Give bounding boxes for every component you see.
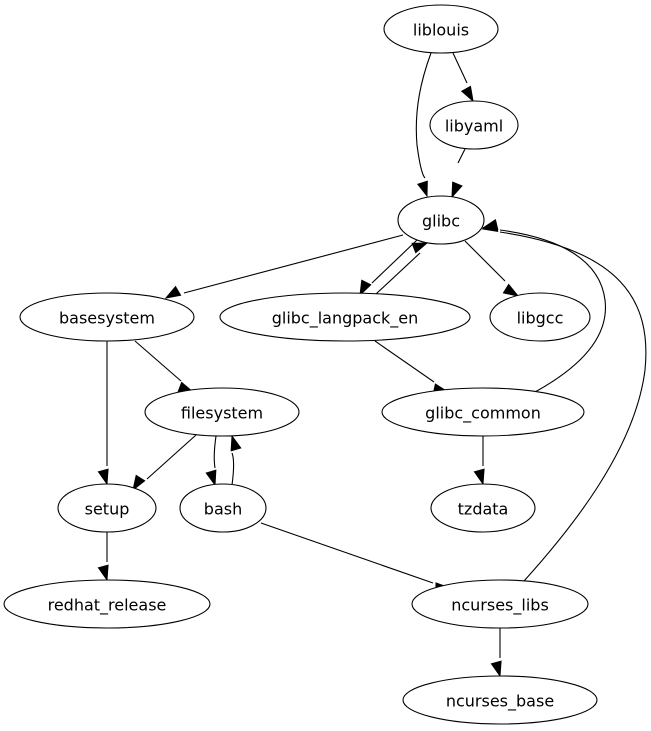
edge-liblouis-to-glibc: [415, 52, 432, 198]
node-ellipse: [19, 292, 195, 342]
arrowhead-icon: [230, 434, 242, 452]
node-libgcc[interactable]: libgcc: [489, 292, 591, 342]
node-label: libyaml: [445, 117, 503, 136]
edge-line: [213, 435, 217, 469]
edge-line: [375, 252, 421, 295]
arrowhead-icon: [132, 474, 146, 492]
node-ellipse: [489, 292, 591, 342]
node-ellipse: [219, 292, 471, 342]
edge-line: [183, 234, 404, 294]
edge-line: [464, 240, 506, 282]
edge-line: [415, 52, 432, 179]
node-label: setup: [85, 500, 130, 519]
node-ellipse: [144, 387, 300, 437]
node-label: redhat_release: [48, 596, 167, 616]
edge-glibc-to-libgcc: [464, 240, 520, 297]
arrowhead-icon: [473, 468, 485, 486]
node-ellipse: [411, 579, 589, 629]
edge-glibc-to-basesystem: [164, 234, 404, 299]
node-ellipse: [381, 387, 585, 437]
node-ellipse: [429, 100, 519, 150]
arrowhead-icon: [97, 468, 109, 486]
edge-glibc-langpack-en-to-glibc: [375, 242, 429, 295]
node-label: ncurses_libs: [451, 596, 549, 616]
node-ellipse: [57, 483, 157, 533]
edge-bash-to-filesystem: [230, 434, 242, 486]
node-libyaml[interactable]: libyaml: [429, 100, 519, 150]
edge-setup-to-redhat-release: [97, 532, 109, 582]
arrowhead-icon: [411, 242, 429, 254]
node-redhat-release[interactable]: redhat_release: [3, 579, 211, 629]
edge-filesystem-to-bash: [205, 435, 217, 487]
node-label: bash: [204, 500, 242, 519]
node-glibc-langpack-en[interactable]: glibc_langpack_en: [219, 292, 471, 342]
node-ellipse: [3, 579, 211, 629]
node-label: ncurses_base: [446, 692, 554, 712]
edge-line: [499, 229, 606, 393]
node-bash[interactable]: bash: [179, 483, 267, 533]
node-label: basesystem: [59, 309, 155, 328]
edge-libyaml-to-glibc: [451, 148, 466, 199]
node-ellipse: [402, 675, 598, 725]
node-ellipse: [179, 483, 267, 533]
edge-glibc-langpack-en-to-glibc-common: [374, 340, 450, 395]
arrowhead-icon: [97, 564, 109, 582]
edge-liblouis-to-libyaml: [452, 52, 474, 103]
node-glibc-common[interactable]: glibc_common: [381, 387, 585, 437]
arrowhead-icon: [205, 469, 217, 487]
node-ellipse: [397, 195, 485, 245]
node-ellipse: [383, 4, 499, 54]
node-label: glibc_langpack_en: [272, 309, 419, 329]
edges-layer: [97, 52, 647, 678]
node-ncurses-base[interactable]: ncurses_base: [402, 675, 598, 725]
node-ellipse: [430, 483, 536, 533]
node-label: liblouis: [413, 21, 469, 40]
node-liblouis[interactable]: liblouis: [383, 4, 499, 54]
arrowhead-icon: [481, 220, 499, 232]
arrowhead-icon: [451, 181, 463, 199]
node-label: filesystem: [181, 404, 263, 423]
edge-line: [146, 434, 197, 480]
node-ncurses-libs[interactable]: ncurses_libs: [411, 579, 589, 629]
nodes-layer: liblouis libyaml glibc basesystem glibc_lang…: [3, 4, 598, 725]
node-tzdata[interactable]: tzdata: [430, 483, 536, 533]
edge-basesystem-to-filesystem: [134, 340, 195, 393]
node-label: glibc: [422, 212, 460, 231]
arrowhead-icon: [416, 180, 428, 198]
edge-line: [457, 148, 466, 164]
edge-ncurses-libs-to-glibc: [481, 220, 647, 582]
edge-line: [260, 522, 434, 584]
edge-line: [371, 239, 418, 284]
edge-basesystem-to-setup: [97, 341, 109, 486]
edge-filesystem-to-setup: [132, 434, 197, 492]
edge-line: [452, 52, 468, 84]
node-setup[interactable]: setup: [57, 483, 157, 533]
arrowhead-icon: [359, 279, 372, 297]
edge-line: [231, 452, 235, 486]
arrowhead-icon: [460, 85, 474, 103]
edge-line: [374, 340, 435, 383]
node-basesystem[interactable]: basesystem: [19, 292, 195, 342]
arrowhead-icon: [490, 660, 502, 678]
arrowhead-icon: [164, 285, 182, 299]
node-label: glibc_common: [425, 404, 541, 424]
edge-glibc-to-glibc-langpack-en: [359, 239, 418, 297]
node-label: libgcc: [517, 309, 564, 328]
edge-line: [134, 340, 182, 382]
edge-line: [499, 231, 647, 582]
edge-bash-to-ncurses-libs: [260, 522, 452, 594]
edge-ncurses-libs-to-ncurses-base: [490, 628, 502, 678]
node-filesystem[interactable]: filesystem: [144, 387, 300, 437]
arrowhead-icon: [502, 283, 520, 297]
node-glibc[interactable]: glibc: [397, 195, 485, 245]
edge-glibc-common-to-tzdata: [473, 436, 485, 486]
node-label: tzdata: [458, 500, 509, 519]
